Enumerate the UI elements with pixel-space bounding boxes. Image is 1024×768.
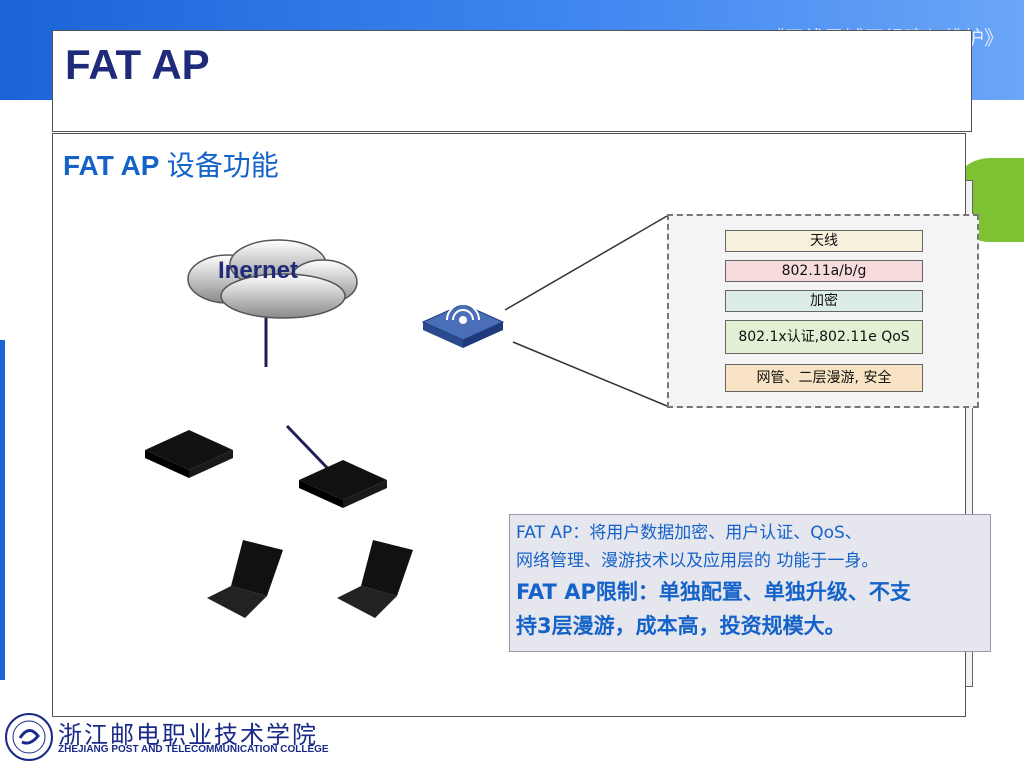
layer-80211: 802.11a/b/g xyxy=(725,260,923,282)
layer-encryption: 加密 xyxy=(725,290,923,312)
subtitle-en: FAT AP xyxy=(63,150,159,181)
subtitle-cn: 设备功能 xyxy=(166,149,279,182)
college-logo-icon xyxy=(5,713,53,761)
left-accent-stripe xyxy=(0,340,5,680)
laptop-icon xyxy=(207,540,283,618)
internet-cloud-icon xyxy=(187,239,358,319)
description-box: FAT AP：将用户数据加密、用户认证、QoS、 网络管理、漫游技术以及应用层的… xyxy=(509,514,991,652)
description-text: FAT AP：将用户数据加密、用户认证、QoS、 网络管理、漫游技术以及应用层的… xyxy=(516,519,986,643)
layer-auth-qos: 802.1x认证,802.11e QoS xyxy=(725,320,923,354)
zoom-line-top xyxy=(504,215,668,311)
card-shadow-edge xyxy=(964,180,973,687)
college-name-en: ZHEJIANG POST AND TELECOMMUNICATION COLL… xyxy=(58,744,329,755)
slide-title-card: FAT AP xyxy=(52,30,972,132)
laptop-icon xyxy=(337,540,413,618)
internet-label: Inernet xyxy=(218,257,299,284)
description-line: 网络管理、漫游技术以及应用层的 功能于一身。 xyxy=(516,551,879,571)
fat-ap-router-icon xyxy=(421,303,505,348)
layer-management: 网管、二层漫游, 安全 xyxy=(725,364,923,392)
description-line: 持3层漫游，成本高，投资规模大。 xyxy=(516,614,846,638)
slide-title: FAT AP xyxy=(65,41,210,88)
description-line: FAT AP限制：单独配置、单独升级、不支 xyxy=(516,580,911,604)
slide-subtitle: FAT AP 设备功能 xyxy=(63,144,279,184)
slide-content: FAT AP 设备功能 Inernet xyxy=(52,133,991,717)
ap-feature-stack: 天线 802.11a/b/g 加密 802.1x认证,802.11e QoS 网… xyxy=(667,214,979,408)
zoom-line-bottom xyxy=(512,341,668,407)
access-point-icon xyxy=(299,460,387,508)
access-point-icon xyxy=(145,430,233,478)
college-name-cn: 浙江邮电职业技术学院 xyxy=(58,721,318,749)
layer-antenna: 天线 xyxy=(725,230,923,252)
description-line: FAT AP：将用户数据加密、用户认证、QoS、 xyxy=(516,523,862,543)
